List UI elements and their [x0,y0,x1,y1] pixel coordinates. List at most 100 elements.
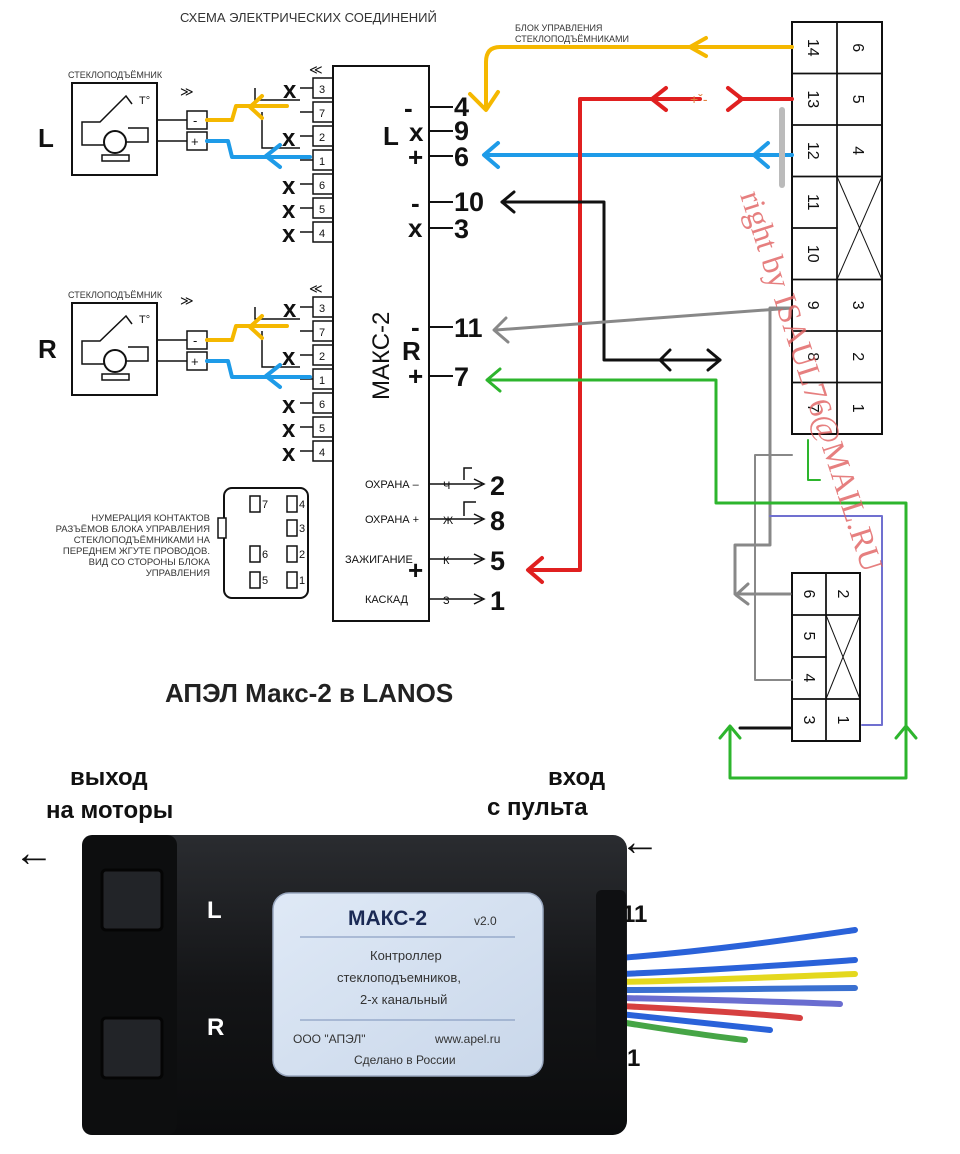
big-conn-left-10: 10 [804,245,821,263]
ignition-plus: + [408,555,423,585]
pinout-num: 5 [262,575,268,587]
plate-company: ООО "АПЭЛ" [293,1032,365,1046]
left-pin-4: 4 [454,92,469,122]
left-pin-9: 9 [454,116,469,146]
wires: +ˇ- [205,36,918,780]
mid-sign-0: - [411,188,420,218]
pin-note-line: СТЕКЛОПОДЪЁМНИКАМИ НА [74,535,211,546]
plate-made: Сделано в России [354,1053,456,1067]
mid-pin-10: 10 [454,187,484,217]
wire-bundle [617,912,858,1043]
input-pin-1: 2 [490,471,505,501]
output-label-1: выход [70,764,148,791]
svg-text:+: + [191,134,199,149]
big-conn-left-9: 9 [804,301,821,310]
motor-label-left: СТЕКЛОПОДЪЁМНИК [68,70,163,80]
svg-text:≪: ≪ [309,62,323,77]
motor-label-right: СТЕКЛОПОДЪЁМНИК [68,290,163,300]
module-mid-pins: - x 10 3 [408,187,484,244]
terminal-num-right: 1 [319,375,325,387]
output-label-2: на моторы [46,797,173,824]
control-unit-label-2: СТЕКЛОПОДЪЁМНИКАМИ [515,34,629,44]
input-label-3: ЗАЖИГАНИЕ [345,554,413,566]
pinout-num: 2 [299,549,305,561]
motor-right: СТЕКЛОПОДЪЁМНИК T° R - + ≫ [38,290,208,396]
right-pin-7: 7 [454,362,469,392]
small-conn-left-3: 3 [800,716,817,725]
terminal-num-right: 5 [319,423,325,435]
svg-text:-: - [193,333,197,348]
pinout-num: 6 [262,549,268,561]
input-label-1: ОХРАНА – [365,479,420,491]
big-conn-right-5: 5 [849,95,866,104]
left-sign-1: x [409,117,424,147]
x-mark-right: x [282,344,296,371]
plate-model: МАКС-2 [348,907,427,930]
big-conn-left-13: 13 [804,90,821,108]
small-conn-left-6: 6 [800,590,817,599]
right-sign-0: - [411,312,420,342]
terminal-num-left: 1 [319,156,325,168]
x-mark-right: x [282,392,296,419]
input-wire-3: К [443,555,450,567]
left-sign-2: + [408,142,423,172]
plate-site: www.apel.ru [434,1032,500,1046]
motor-temp-left: T° [139,95,150,107]
input-pin-4: 1 [490,586,505,616]
arrow-left-icon: ← [14,831,54,875]
terminal-num-right: 6 [319,399,325,411]
x-mark-left: x [282,197,296,224]
big-conn-right-2: 2 [849,352,866,361]
photo-pin-bottom: 1 [627,1045,640,1072]
module-side-left: L [383,121,399,151]
svg-text:≫: ≫ [180,293,194,308]
pin-note-line: РАЗЪЁМОВ БЛОКА УПРАВЛЕНИЯ [56,524,211,535]
big-conn-left-7: 7 [804,404,821,413]
right-pin-11: 11 [454,313,483,343]
module-right-pins: R - + 11 7 [402,312,483,392]
big-conn-right-4: 4 [849,146,866,155]
x-mark-left: x [282,173,296,200]
wire-red-ignition [528,97,794,572]
small-conn-right-2: 2 [834,590,851,599]
x-mark-left: x [283,77,297,104]
small-conn-left-4: 4 [800,674,817,683]
plate-version: v2.0 [474,914,497,928]
terminal-num-left: 6 [319,180,325,192]
x-mark-right: x [283,296,297,323]
wire-green-7 [486,378,908,780]
terminal-num-left: 2 [319,132,325,144]
svg-text:≫: ≫ [180,84,194,99]
connector-6pin: 6 5 4 3 2 1 [791,572,861,742]
terminal-num-right: 2 [319,351,325,363]
wire-black-10 [500,200,722,362]
input-pin-2: 8 [490,506,505,536]
terminal-num-left: 7 [319,108,325,120]
diagram-title: АПЭЛ Макс-2 в LANOS [165,678,453,708]
x-mark-right: x [282,416,296,443]
module-left-pins: L - x + 4 9 6 [383,92,469,172]
left-sign-0: - [404,93,413,123]
pin-note-line: ВИД СО СТОРОНЫ БЛОКА [89,557,211,568]
right-sign-1: + [408,361,423,391]
svg-text:+ˇ-: +ˇ- [690,91,708,107]
small-conn-right-1: 1 [834,716,851,725]
pin-note-line: НУМЕРАЦИЯ КОНТАКТОВ [91,513,210,524]
input-label-1: вход [548,764,605,791]
big-conn-right-6: 6 [849,43,866,52]
plate-line-2: стеклоподъемников, [337,970,461,985]
svg-text:+: + [191,354,199,369]
small-conn-left-5: 5 [800,632,817,641]
big-conn-left-14: 14 [804,39,821,57]
svg-text:≪: ≪ [309,281,323,296]
input-label-2: ОХРАНА + [365,514,419,526]
photo-pin-top: 11 [622,901,647,928]
big-conn-left-8: 8 [804,352,821,361]
side-label-right: R [38,334,57,364]
motor-temp-right: T° [139,314,150,326]
module-name: МАКС-2 [368,312,395,400]
input-wire-2: Ж [443,515,453,527]
